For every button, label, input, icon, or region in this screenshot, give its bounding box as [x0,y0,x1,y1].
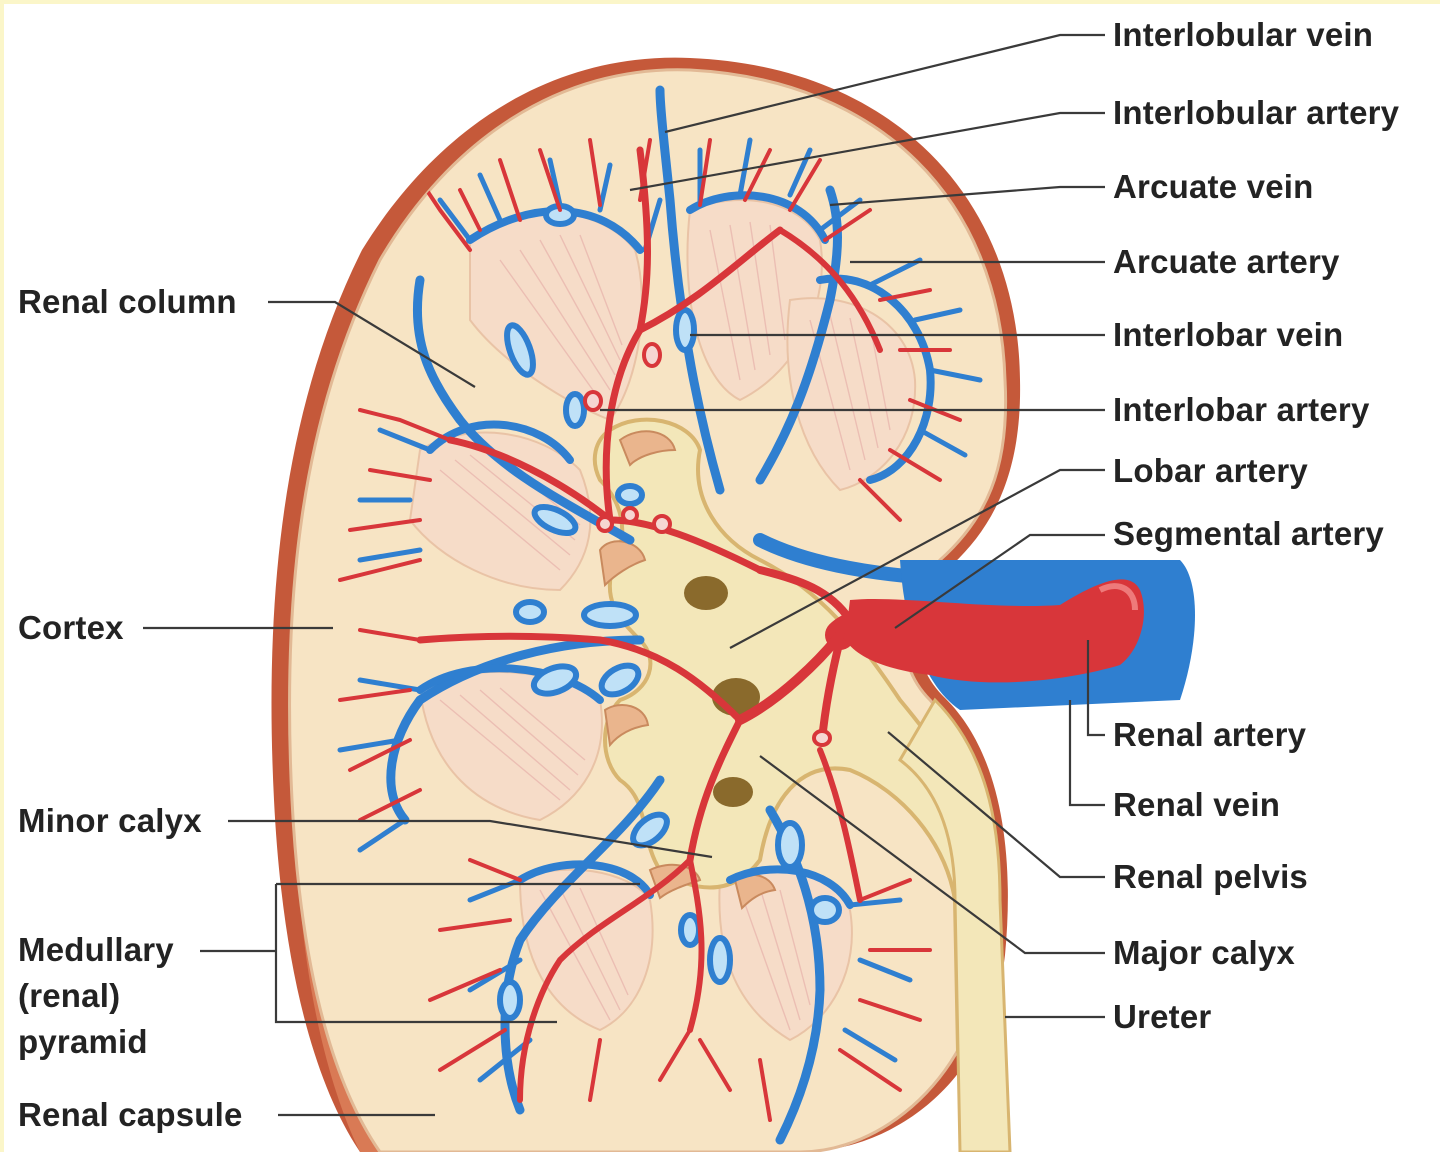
artery-cross-sections [583,342,832,747]
label-interlobar-vein: Interlobar vein [1113,316,1344,353]
leader-lines [143,33,1105,1117]
label-renal-artery: Renal artery [1113,716,1307,753]
label-ureter: Ureter [1113,998,1212,1035]
leader-interlobular-vein [664,33,1105,134]
leader-lobar-artery [729,468,1105,649]
leader-segmental-artery [894,533,1105,629]
leader-arcuate-vein [829,185,1105,207]
leader-renal-vein [1068,700,1105,807]
renal-artery-highlight [1098,583,1138,611]
leader-major-calyx [759,755,1105,955]
image-border-top [0,0,1440,4]
leader-renal-pelvis [887,731,1105,879]
minor-calyx-cups [598,430,777,910]
leader-renal-artery [1086,640,1105,737]
label-arcuate-vein: Arcuate vein [1113,168,1314,205]
leader-renal-column [268,300,476,388]
label-lobar-artery: Lobar artery [1113,452,1308,489]
capsule-fascia [300,900,470,1152]
label-renal-column: Renal column [18,283,237,320]
label-medullary-pyramid: Medullary (renal) pyramid [18,931,174,1060]
label-segmental-artery: Segmental artery [1113,515,1384,552]
label-cortex: Cortex [18,609,124,646]
image-border-left [0,0,4,1152]
leader-medullary-pyramid [200,882,640,1024]
label-interlobar-artery: Interlobar artery [1113,391,1370,428]
label-minor-calyx: Minor calyx [18,802,202,839]
leader-minor-calyx [228,819,713,859]
pyramid-striations [439,221,891,1031]
label-interlobular-artery: Interlobular artery [1113,94,1400,131]
label-arcuate-artery: Arcuate artery [1113,243,1340,280]
leader-interlobular-artery [629,111,1105,192]
vein-cross-sections [497,203,842,1021]
label-interlobular-vein: Interlobular vein [1113,16,1374,53]
label-renal-vein: Renal vein [1113,786,1281,823]
renal-artery-shape [845,579,1144,683]
label-renal-pelvis: Renal pelvis [1113,858,1308,895]
label-renal-capsule: Renal capsule [18,1096,243,1133]
label-major-calyx: Major calyx [1113,934,1295,971]
